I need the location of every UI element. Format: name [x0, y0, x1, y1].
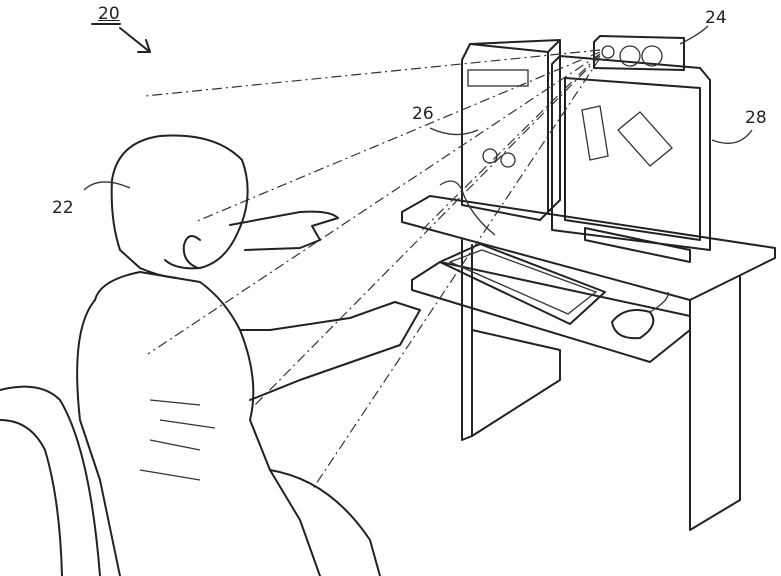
mouse: [611, 291, 669, 340]
label-28: 28: [745, 108, 767, 128]
desk: [401, 195, 776, 531]
sensing-rays: [144, 49, 601, 491]
label-22: 22: [52, 198, 74, 218]
sensor-device: [593, 35, 685, 71]
label-24: 24: [705, 8, 727, 28]
arrow-20: [91, 23, 151, 53]
leader-lines: [83, 25, 753, 191]
label-26: 26: [412, 104, 434, 124]
computer-tower: [461, 39, 561, 221]
keyboard: [439, 180, 606, 325]
label-20: 20: [98, 4, 120, 24]
chair: [0, 385, 381, 576]
monitor: [551, 55, 711, 263]
person: [76, 134, 421, 576]
